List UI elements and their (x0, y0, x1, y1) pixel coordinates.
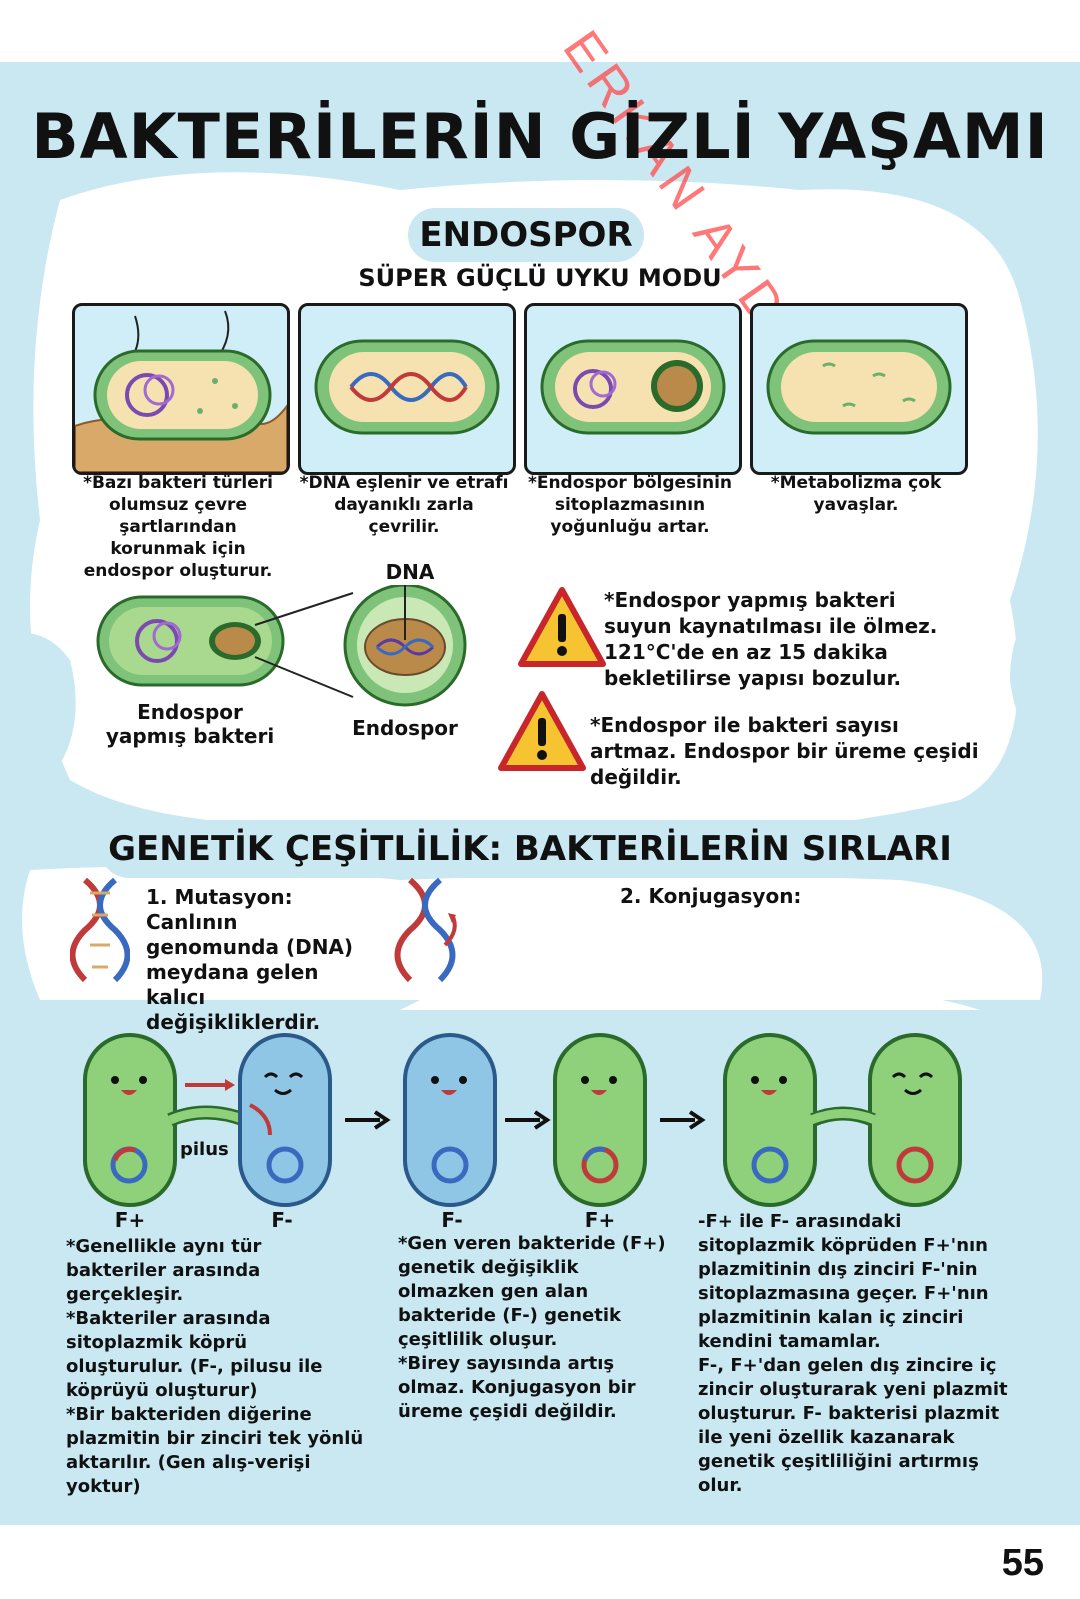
conjugation-notes-2: *Gen veren bakteride (F+) genetik değişi… (398, 1232, 668, 1424)
panel-step-1 (72, 303, 290, 475)
note-line: -F+ ile F- arasındaki sitoplazmik köprüd… (698, 1211, 989, 1352)
fplus-label-2: F+ (584, 1208, 616, 1232)
bacterium-fplus-2 (553, 1033, 647, 1207)
panel-step-2 (298, 303, 516, 475)
endospor-subheading: SÜPER GÜÇLÜ UYKU MODU (358, 264, 722, 292)
endospore-bacterium-label: Endospor yapmış bakteri (105, 700, 275, 748)
note-line: *Bakteriler arasında sitoplazmik köprü o… (66, 1308, 323, 1401)
bacterium-pair-connected (723, 1033, 962, 1207)
step-caption-2: *DNA eşlenir ve etrafı dayanıklı zarla ç… (299, 473, 509, 537)
note-line: *Birey sayısında artış olmaz. Konjugasyo… (398, 1353, 636, 1422)
step-caption-4: *Metabolizma çok yavaşlar. (770, 473, 942, 515)
endospore-label: Endospor (352, 716, 458, 740)
endospor-heading: ENDOSPOR (408, 208, 644, 262)
dna-bacterium-illustration (314, 339, 500, 435)
conjugation-heading: 2. Konjugasyon: (620, 884, 802, 908)
fminus-label: F- (271, 1208, 293, 1232)
fplus-label: F+ (114, 1208, 146, 1232)
bacterium-illustration (75, 310, 287, 472)
conjugation-diagram (83, 1033, 962, 1207)
bacterium-fminus-2 (403, 1033, 497, 1207)
mutation-text: 1. Mutasyon: Canlının genomunda (DNA) me… (146, 885, 354, 1034)
conjugation-notes-1: *Genellikle aynı tür bakteriler arasında… (66, 1235, 366, 1499)
note-line: *Genellikle aynı tür bakteriler arasında… (66, 1236, 262, 1305)
dormant-bacterium-illustration (766, 339, 952, 435)
warning-text-2: *Endospor ile bakteri sayısı artmaz. End… (590, 713, 979, 789)
pilus-label: pilus (180, 1139, 229, 1160)
step-caption-3: *Endospor bölgesinin sitoplazmasının yoğ… (527, 473, 733, 537)
panel-step-4 (750, 303, 968, 475)
mutated-dna-icon (394, 877, 457, 983)
warning-icon (498, 691, 586, 771)
panel-step-3 (524, 303, 742, 475)
step-caption-1: *Bazı bakteri türleri olumsuz çevre şart… (83, 473, 273, 581)
warning-icon (518, 587, 606, 667)
note-line: F-, F+'dan gelen dış zincire iç zincir o… (698, 1355, 1008, 1496)
page-title: BAKTERİLERİN GİZLİ YAŞAMI (31, 100, 1049, 173)
bacterium-fplus-1 (83, 1033, 177, 1207)
bacterium-fminus-1 (238, 1033, 332, 1207)
note-line: *Bir bakteriden diğerine plazmitin bir z… (66, 1404, 364, 1497)
conjugation-notes-3: -F+ ile F- arasındaki sitoplazmik köprüd… (698, 1210, 1008, 1498)
dna-label: DNA (385, 560, 435, 584)
fminus-label-2: F- (441, 1208, 463, 1232)
note-line: *Gen veren bakteride (F+) genetik değişi… (398, 1233, 666, 1350)
endospore-diagram (96, 585, 467, 707)
page-number: 55 (1001, 1542, 1044, 1584)
forming-endospore-illustration (540, 339, 726, 435)
dna-icon (70, 877, 130, 983)
warning-text-1: *Endospor yapmış bakteri suyun kaynatılm… (604, 588, 938, 690)
genetic-heading: GENETİK ÇEŞİTLİLİK: BAKTERİLERİN SIRLARI (100, 820, 960, 878)
